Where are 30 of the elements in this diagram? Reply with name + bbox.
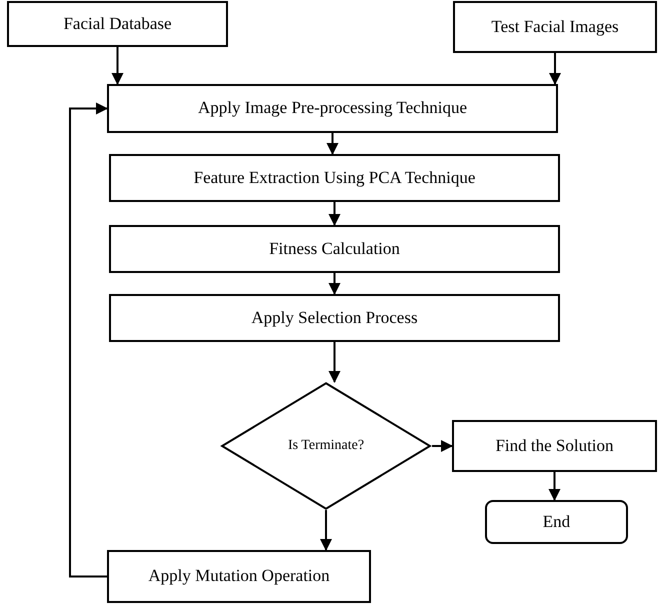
arrow xyxy=(328,202,340,226)
process-box xyxy=(107,84,558,133)
process-box xyxy=(453,1,657,53)
node-label: Test Facial Images xyxy=(490,16,620,38)
node-label: Fitness Calculation xyxy=(268,238,401,260)
terminal-box xyxy=(485,500,628,544)
arrow xyxy=(326,133,338,155)
process-box xyxy=(7,1,228,47)
node-label: Find the Solution xyxy=(494,436,615,456)
arrow xyxy=(548,472,560,501)
node-label: Facial Database xyxy=(62,14,173,34)
arrow xyxy=(328,342,340,383)
arrow xyxy=(549,53,561,85)
node-label: Apply Mutation Operation xyxy=(147,566,331,587)
arrow xyxy=(328,273,340,295)
arrow xyxy=(320,510,332,551)
arrow xyxy=(112,47,124,85)
node-label: Apply Selection Process xyxy=(250,308,419,328)
arrow xyxy=(69,102,108,578)
node-label: Feature Extraction Using PCA Technique xyxy=(192,168,476,188)
process-box xyxy=(109,154,560,202)
arrow xyxy=(432,440,453,452)
node-label: Apply Image Pre-processing Technique xyxy=(196,98,468,119)
process-box xyxy=(452,420,657,472)
decision-diamond xyxy=(220,382,432,510)
node-label: End xyxy=(542,512,572,532)
process-box xyxy=(109,294,560,342)
node-label: Is Terminate? xyxy=(286,436,366,455)
process-box xyxy=(109,225,560,273)
process-box xyxy=(107,550,371,603)
